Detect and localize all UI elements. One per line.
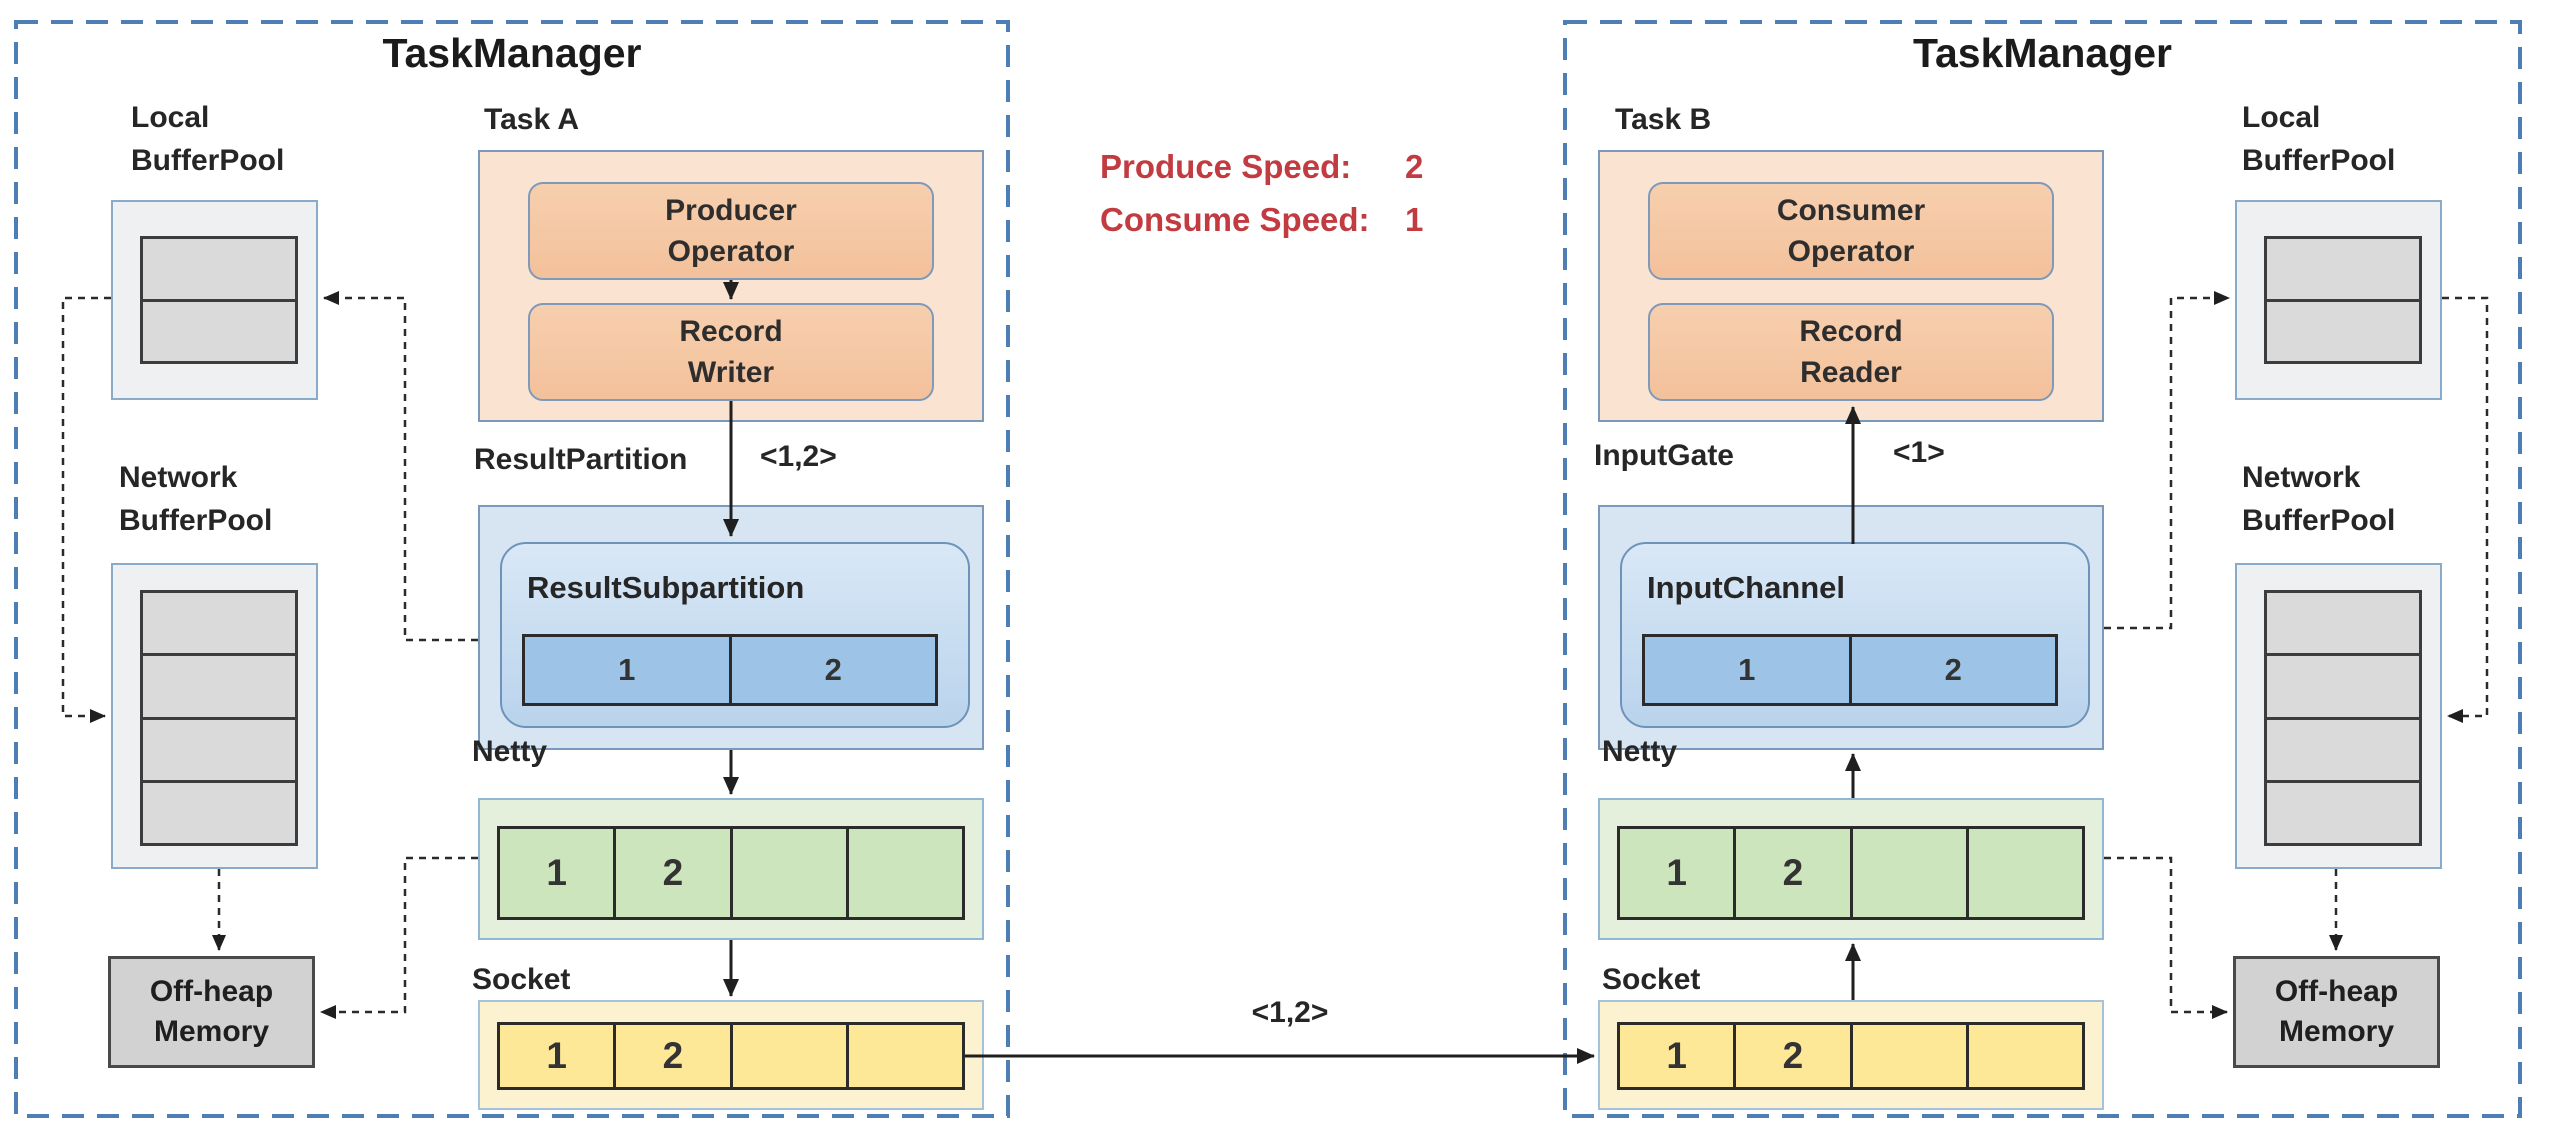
left-local-bufferpool-cells: [140, 236, 298, 364]
right-socket-label: Socket: [1602, 963, 1701, 996]
right-netty-cells: 1 2: [1617, 826, 2085, 920]
result-subpartition-label: ResultSubpartition: [527, 570, 805, 605]
record-writer-box: Record Writer: [528, 303, 934, 401]
right-network-bufferpool-label-line1: Network: [2242, 461, 2361, 494]
buffer-cell: [2267, 782, 2419, 843]
buffer-cell: [143, 656, 295, 720]
dashed-link-channel-to-local-pool: [2104, 291, 2230, 630]
result-partition-label: ResultPartition: [474, 443, 688, 476]
produce-speed-label: Produce Speed:: [1100, 148, 1352, 185]
left-netty-label: Netty: [472, 735, 548, 768]
consumer-operator-line1: Consumer: [1776, 194, 1926, 227]
buffer-cell: 2: [1736, 829, 1853, 917]
buffer-cell: [732, 1025, 849, 1087]
right-network-bufferpool-cells: [2264, 590, 2422, 846]
transfer-arrow-label: <1,2>: [1251, 996, 1329, 1029]
record-writer-line1: Record: [679, 315, 783, 348]
buffer-cell: [1852, 1025, 1969, 1087]
left-task-label: Task A: [484, 103, 580, 136]
consumer-operator-box: Consumer Operator: [1648, 182, 2054, 280]
producer-operator-line1: Producer: [665, 194, 797, 227]
dashed-link-local-to-network-pool-right: [2442, 296, 2489, 723]
left-network-bufferpool-cells: [140, 590, 298, 846]
right-offheap-memory-box: Off-heap Memory: [2233, 956, 2440, 1068]
buffer-cell: [1852, 829, 1969, 917]
left-network-bufferpool-label-line1: Network: [119, 461, 238, 494]
buffer-cell: [848, 829, 962, 917]
left-netty-cells: 1 2: [497, 826, 965, 920]
buffer-cell: [2267, 239, 2419, 302]
buffer-cell: 2: [616, 829, 733, 917]
right-netty-label: Netty: [1602, 735, 1678, 768]
buffer-cell: 1: [500, 1025, 617, 1087]
right-taskmanager-title: TaskManager: [1912, 30, 2172, 76]
buffer-cell: [2267, 656, 2419, 720]
buffer-cell: [2267, 593, 2419, 657]
right-local-bufferpool-cells: [2264, 236, 2422, 364]
dashed-link-netty-to-offheap: [320, 856, 478, 1019]
right-network-bufferpool-label-line2: BufferPool: [2242, 504, 2396, 537]
record-reader-box: Record Reader: [1648, 303, 2054, 401]
buffer-cell: 1: [1620, 1025, 1737, 1087]
record-reader-line1: Record: [1799, 315, 1903, 348]
input-gate-label: InputGate: [1594, 439, 1734, 472]
produce-speed-value: 2: [1405, 148, 1424, 185]
buffer-cell: [143, 782, 295, 843]
right-local-bufferpool-label-line2: BufferPool: [2242, 144, 2396, 177]
dashed-link-netty-to-offheap-right: [2104, 856, 2228, 1019]
buffer-cell: [1968, 829, 2082, 917]
producer-operator-box: Producer Operator: [528, 182, 934, 280]
buffer-cell: 2: [1736, 1025, 1853, 1087]
buffer-cell: [143, 593, 295, 657]
offheap-label-line2: Memory: [153, 1015, 270, 1048]
offheap-label-line1: Off-heap: [149, 975, 274, 1008]
buffer-cell: [2267, 301, 2419, 361]
producer-operator-line2: Operator: [667, 235, 795, 268]
buffer-cell: [1968, 1025, 2082, 1087]
buffer-cell: 2: [616, 1025, 733, 1087]
consumer-operator-line2: Operator: [1787, 235, 1915, 268]
buffer-cell: [143, 239, 295, 302]
left-socket-label: Socket: [472, 963, 571, 996]
dashed-link-local-to-network-pool: [61, 296, 111, 723]
result-subpartition-cells: 1 2: [522, 634, 938, 706]
consume-speed-label: Consume Speed:: [1100, 201, 1370, 238]
right-local-bufferpool-label-line1: Local: [2242, 101, 2321, 134]
record-reader-line2: Reader: [1800, 356, 1902, 389]
left-local-bufferpool-label-line1: Local: [131, 101, 210, 134]
record-writer-line2: Writer: [687, 356, 775, 389]
buffer-cell: [848, 1025, 962, 1087]
right-task-label: Task B: [1615, 103, 1712, 136]
input-gate-arrow-label: <1>: [1893, 436, 1945, 469]
right-socket-cells: 1 2: [1617, 1022, 2085, 1090]
buffer-cell: 2: [731, 637, 935, 703]
buffer-cell: [2267, 719, 2419, 783]
buffer-cell: 2: [1851, 637, 2055, 703]
buffer-cell: 1: [1645, 637, 1852, 703]
buffer-cell: 1: [500, 829, 617, 917]
left-local-bufferpool-label-line2: BufferPool: [131, 144, 285, 177]
buffer-cell: 1: [1620, 829, 1737, 917]
offheap-label-line2: Memory: [2278, 1015, 2395, 1048]
result-partition-arrow-label: <1,2>: [760, 440, 837, 473]
left-offheap-memory-box: Off-heap Memory: [108, 956, 315, 1068]
input-channel-label: InputChannel: [1647, 570, 1846, 605]
dashed-link-partition-to-local-pool: [323, 291, 478, 642]
buffer-cell: [143, 719, 295, 783]
left-network-bufferpool-label-line2: BufferPool: [119, 504, 273, 537]
offheap-label-line1: Off-heap: [2274, 975, 2399, 1008]
buffer-cell: [732, 829, 849, 917]
left-taskmanager-title: TaskManager: [382, 30, 642, 76]
left-socket-cells: 1 2: [497, 1022, 965, 1090]
consume-speed-value: 1: [1405, 201, 1424, 238]
input-channel-cells: 1 2: [1642, 634, 2058, 706]
buffer-cell: [143, 301, 295, 361]
buffer-cell: 1: [525, 637, 732, 703]
